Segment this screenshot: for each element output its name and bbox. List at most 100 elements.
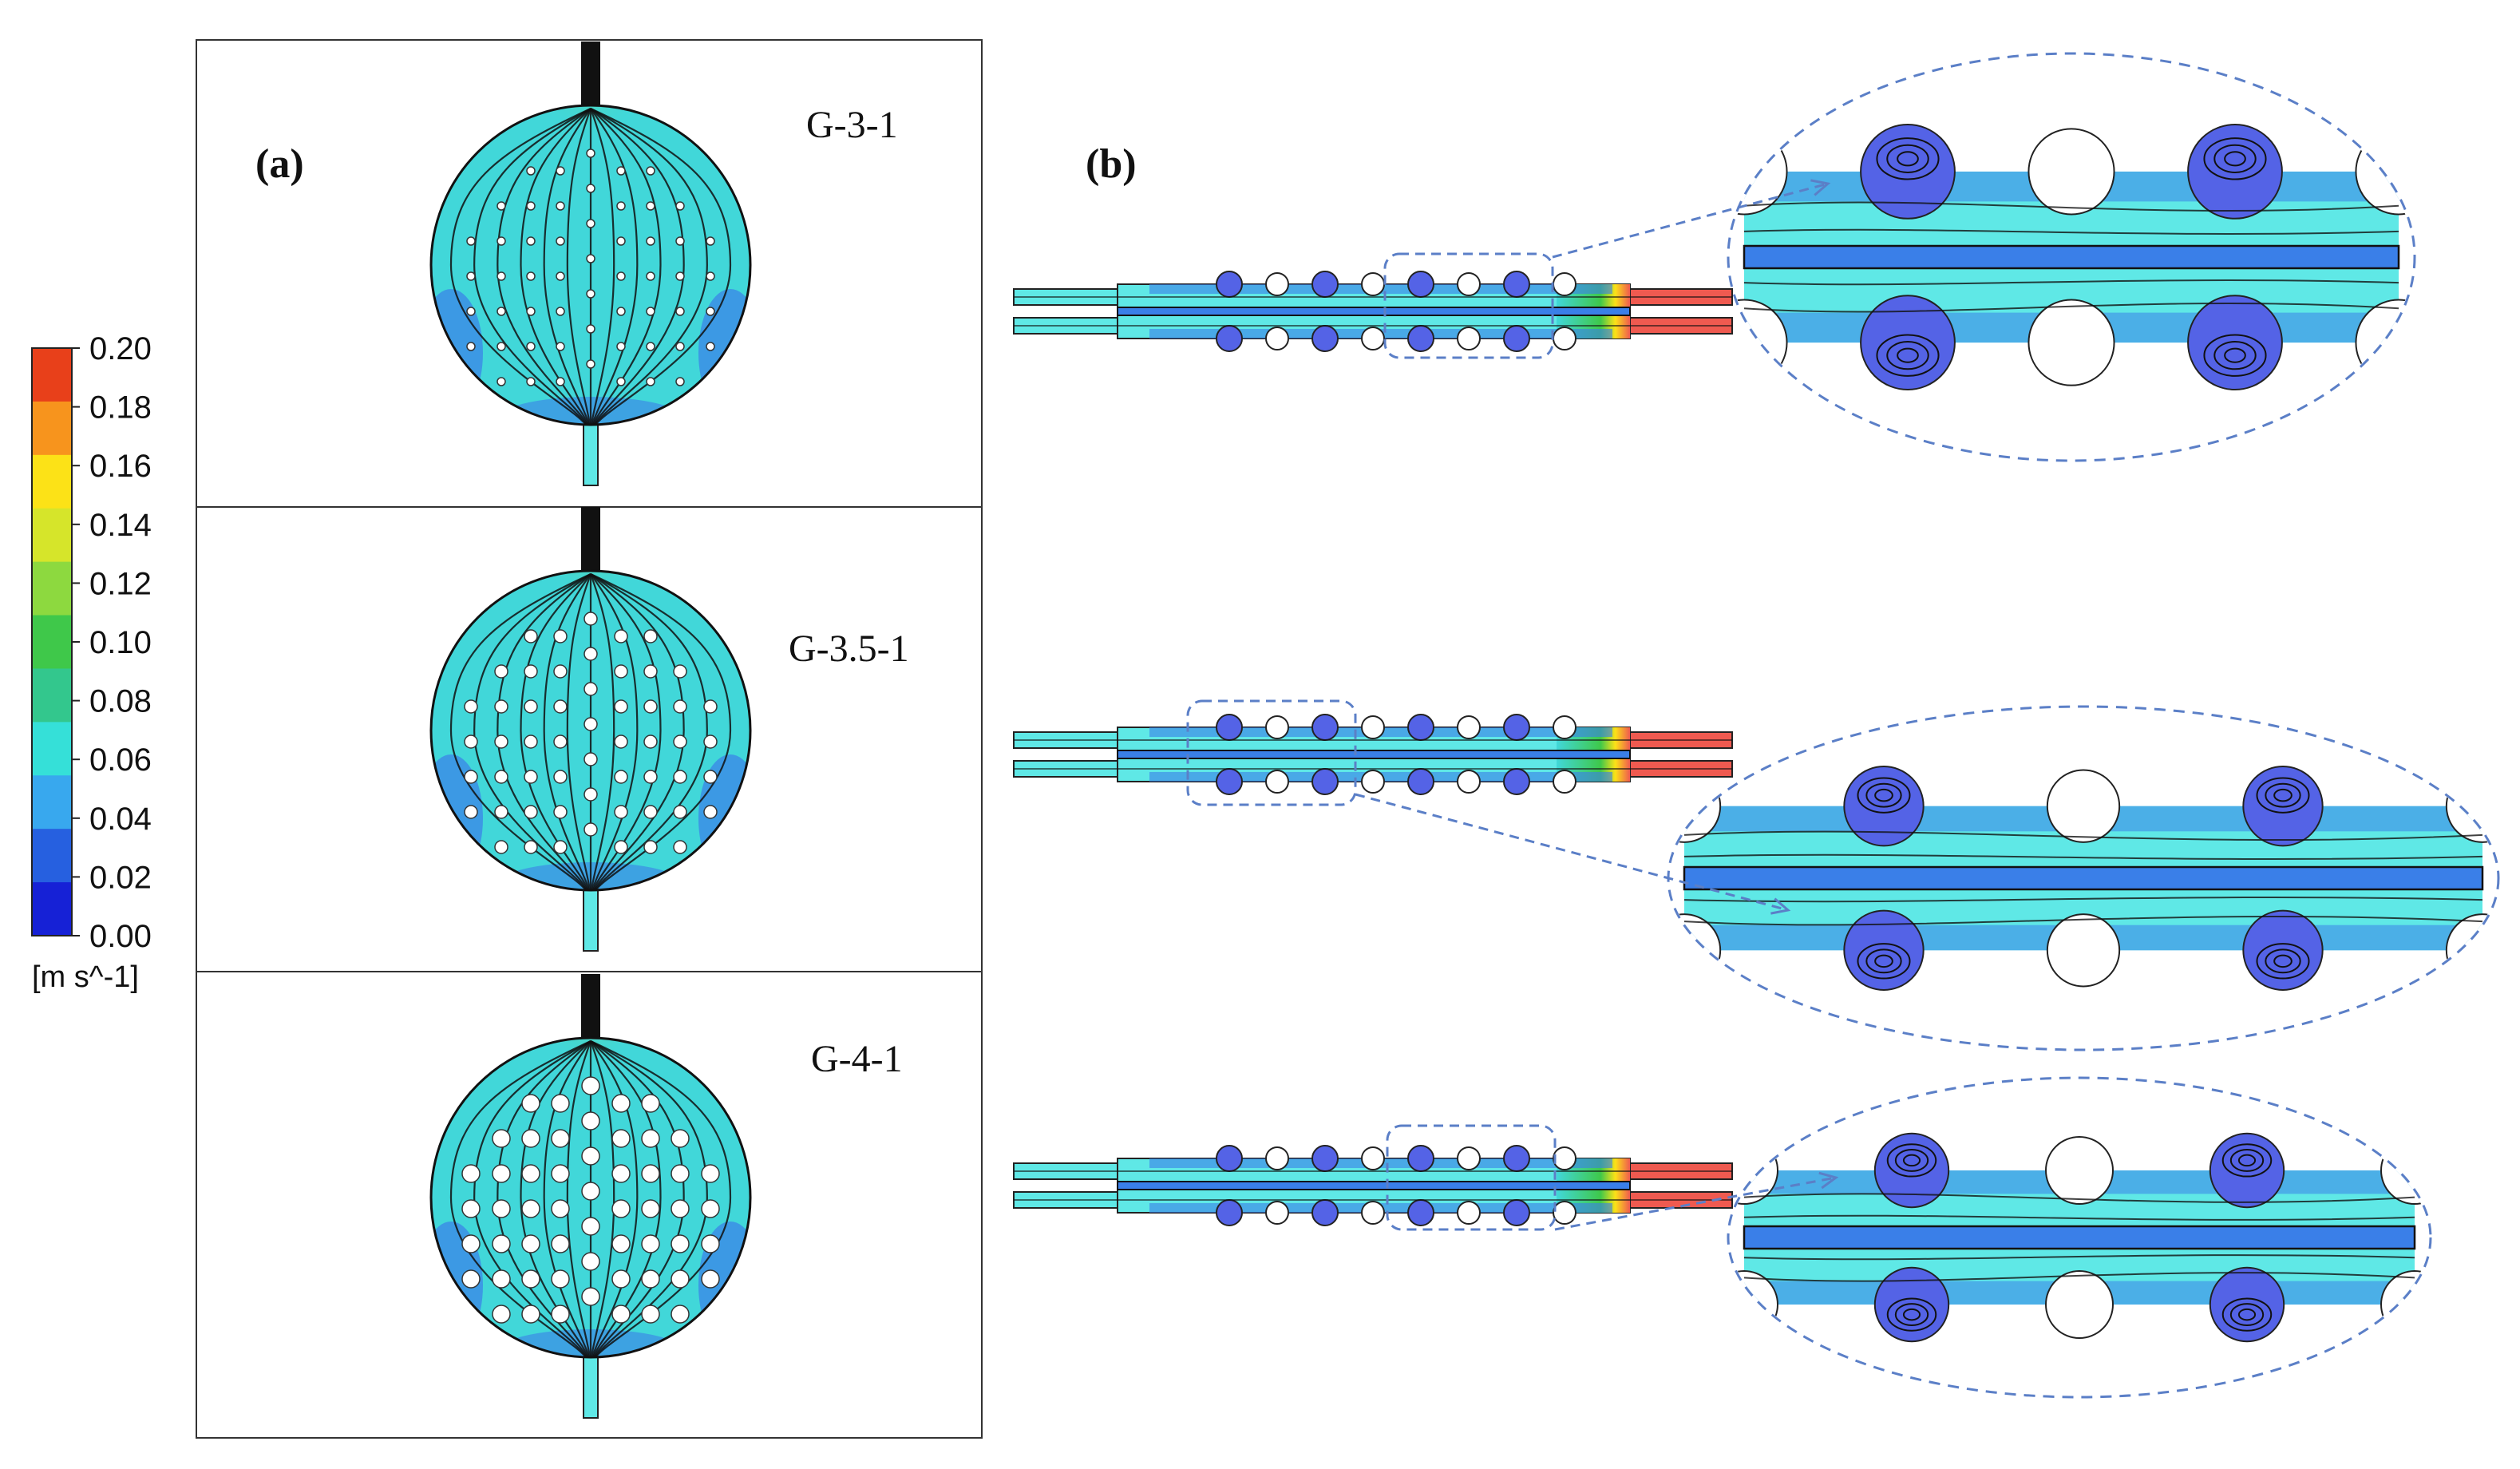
pore: [675, 377, 685, 386]
streamline: [1743, 1214, 2415, 1221]
pore: [461, 1269, 481, 1289]
pore: [496, 377, 506, 386]
pore: [526, 307, 536, 316]
pore: [706, 236, 715, 246]
streamline: [1743, 228, 2399, 235]
streamline: [590, 573, 708, 890]
pore: [614, 770, 628, 784]
notch: [1730, 1270, 1778, 1339]
pore: [706, 271, 715, 281]
pore: [581, 1182, 600, 1201]
streamline: [590, 573, 732, 890]
vortex-line: [1894, 1303, 1929, 1327]
pore: [616, 307, 626, 316]
cavity-bump: [1503, 768, 1530, 795]
colorbar-segment: [32, 561, 72, 616]
pore: [673, 770, 687, 784]
panel-a-label: (a): [255, 141, 304, 187]
cavity-bump: [1407, 1145, 1434, 1172]
colorbar-tick-label: 0.20: [89, 331, 152, 366]
pore: [466, 307, 476, 316]
streamline: [1743, 201, 2399, 212]
vortex-line: [2256, 777, 2310, 814]
zoom-selection-box: [1383, 252, 1554, 359]
colorbar-segment: [32, 882, 72, 936]
pore: [616, 271, 626, 281]
pore: [646, 201, 655, 211]
vortex-line: [2273, 788, 2293, 802]
pore: [466, 236, 476, 246]
streamline: [590, 108, 639, 425]
case-label-1: G-3-1: [806, 104, 898, 146]
pore: [551, 1094, 570, 1113]
pore: [646, 271, 655, 281]
streamline: [449, 573, 591, 890]
notch: [2355, 299, 2413, 386]
pore: [553, 770, 568, 784]
notch: [1457, 1146, 1481, 1170]
colorbar-segment: [32, 668, 72, 723]
pore: [521, 1305, 540, 1324]
notch: [1553, 715, 1576, 739]
pore: [466, 271, 476, 281]
cavity-bump: [1216, 1145, 1243, 1172]
pore: [586, 254, 595, 263]
streamline: [1743, 1193, 2415, 1203]
pore: [494, 734, 508, 749]
vortex-line: [1897, 347, 1919, 363]
notch: [2445, 913, 2497, 988]
vortex-line: [2203, 334, 2267, 377]
pore: [614, 699, 628, 714]
pore: [701, 1234, 720, 1253]
pore: [646, 377, 655, 386]
streamline: [566, 573, 592, 890]
notch: [2045, 1136, 2114, 1205]
notch: [1265, 272, 1289, 296]
pore: [496, 271, 506, 281]
zoom-inset: [1667, 705, 2500, 1051]
streamline: [589, 573, 615, 890]
notch: [2027, 128, 2115, 216]
notch: [2445, 769, 2497, 843]
colorbar-tick-label: 0.14: [89, 508, 152, 543]
pore: [553, 805, 568, 819]
streamline: [590, 108, 685, 425]
streamline: [1683, 896, 2483, 903]
vortex-line: [1876, 137, 1940, 180]
cavity-bump: [1407, 768, 1434, 795]
streamline: [496, 108, 591, 425]
pore: [581, 1287, 600, 1306]
pore: [641, 1234, 660, 1253]
notch: [1457, 1201, 1481, 1225]
pore: [492, 1164, 511, 1183]
zoom-arrow: [1355, 793, 1789, 912]
pore: [611, 1094, 631, 1113]
streamline: [590, 1040, 639, 1357]
pore: [553, 629, 568, 643]
colorbar-segment: [32, 348, 72, 402]
vortex-line: [2256, 943, 2310, 980]
pore: [675, 271, 685, 281]
notch: [1457, 272, 1481, 296]
pore: [492, 1199, 511, 1218]
notch: [1361, 272, 1385, 296]
streamline: [543, 108, 591, 425]
streamline: [590, 573, 685, 890]
vortex-line: [1886, 1143, 1937, 1178]
pore: [671, 1129, 690, 1148]
pore: [614, 805, 628, 819]
pore: [521, 1129, 540, 1148]
channel-section: [1013, 714, 1733, 795]
pore: [581, 1076, 600, 1095]
vortex-line: [1874, 788, 1893, 802]
pore: [611, 1305, 631, 1324]
pore: [586, 289, 595, 299]
pore: [614, 840, 628, 854]
vortex-line: [2224, 151, 2246, 167]
pore: [492, 1129, 511, 1148]
notch: [1730, 299, 1788, 386]
central-rod: [1117, 1181, 1631, 1190]
streamline: [496, 573, 591, 890]
notch: [1553, 272, 1576, 296]
pore: [673, 734, 687, 749]
